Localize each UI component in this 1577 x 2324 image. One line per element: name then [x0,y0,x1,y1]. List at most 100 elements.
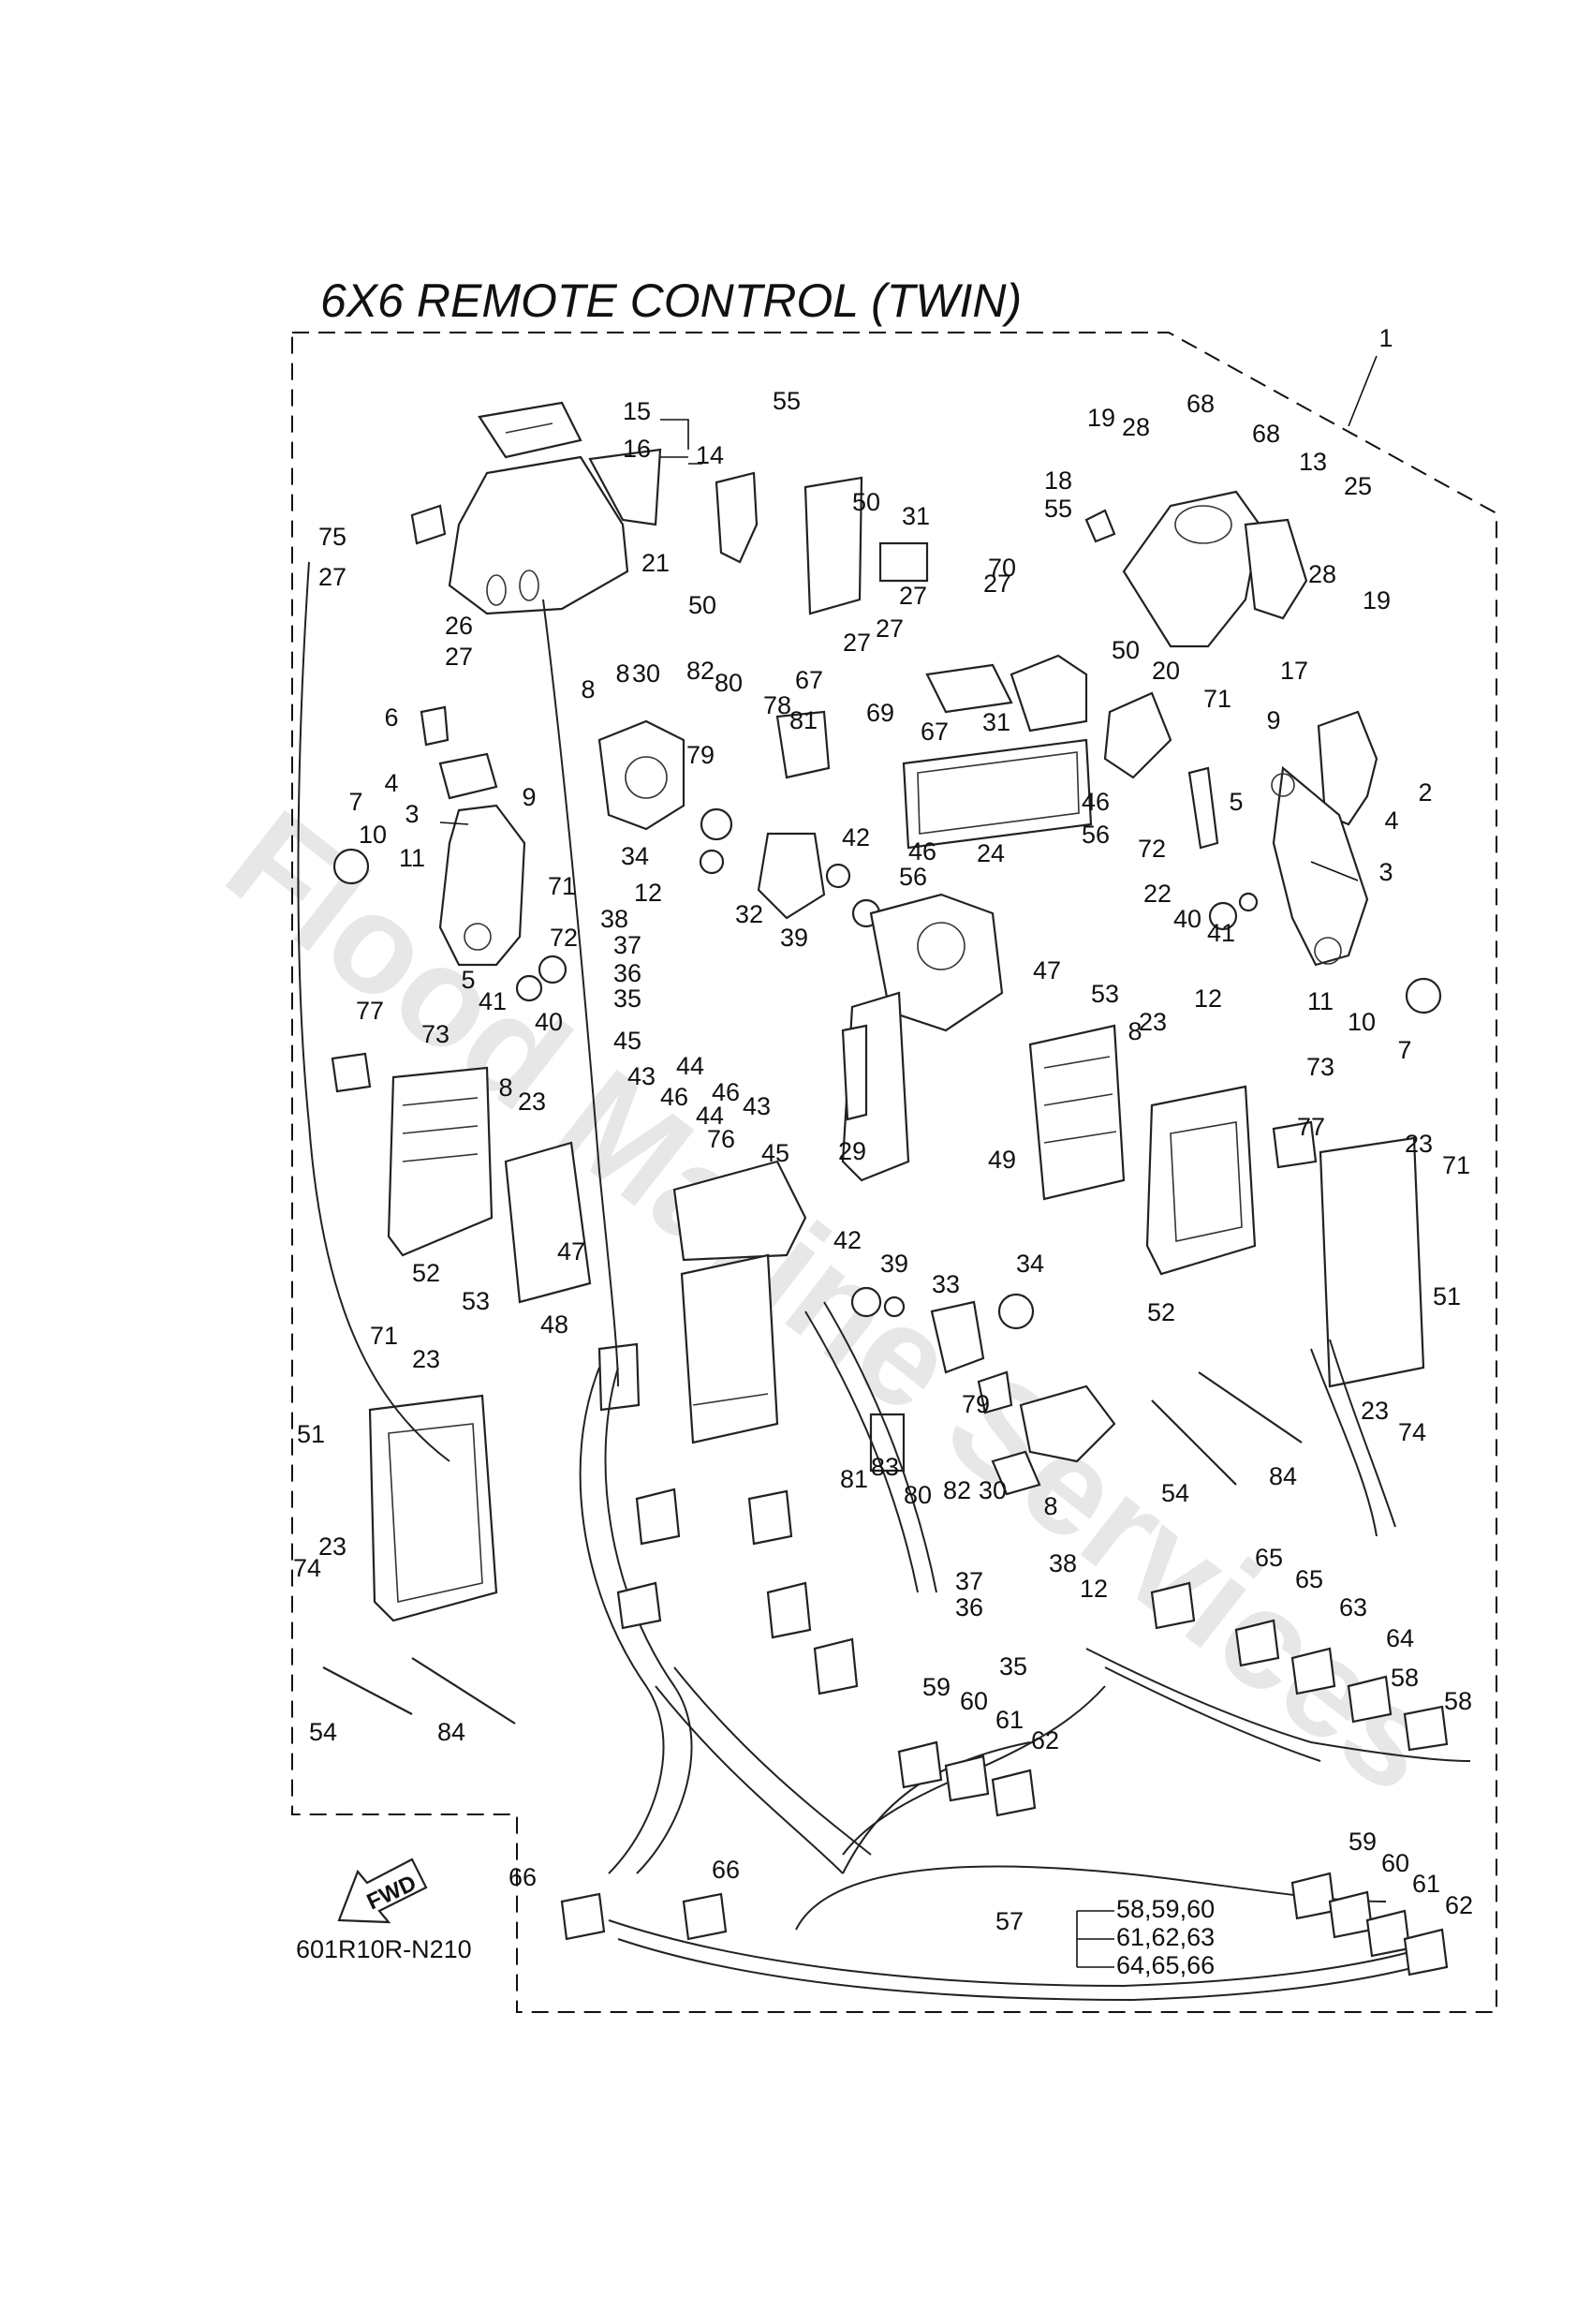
callout-27: 27 [445,643,473,671]
callout-13: 13 [1299,448,1327,476]
callout-73: 73 [421,1020,450,1048]
diagram-title: 6X6 REMOTE CONTROL (TWIN) [320,274,1022,327]
callout-80: 80 [715,669,743,697]
callout-66: 66 [712,1856,740,1884]
callout-53: 53 [462,1287,490,1315]
callout-18: 18 [1044,466,1072,495]
callout-32: 32 [735,900,763,928]
callout-72: 72 [550,924,578,952]
callout-8: 8 [615,659,629,688]
callout-27: 27 [983,570,1011,598]
callout-20: 20 [1152,657,1180,685]
left-housing-group [410,401,759,615]
callout-23: 23 [1361,1397,1389,1425]
callout-27: 27 [876,614,904,643]
wiring-harness-group [297,561,1471,2002]
callout-71: 71 [1203,685,1231,713]
callout-21: 21 [641,549,670,577]
callout-23: 23 [412,1345,440,1373]
callout-59: 59 [922,1673,951,1701]
callout-57: 57 [995,1907,1024,1935]
callout-10: 10 [359,821,387,849]
callout-38: 38 [600,905,628,933]
callout-8: 8 [1127,1017,1142,1045]
callout-78: 78 [763,691,791,719]
callout-67: 67 [795,666,823,694]
callout-70: 70 [988,554,1016,582]
callout-22: 22 [1143,880,1172,908]
callout-39: 39 [780,924,808,952]
leader-lines [439,355,1378,1968]
callout-61: 61 [995,1706,1024,1734]
left-arm-group [332,705,567,1002]
callout-69: 69 [866,699,894,727]
callout-51: 51 [297,1420,325,1448]
callout-83: 83 [871,1453,899,1481]
callout-59: 59 [1349,1828,1377,1856]
callout-24: 24 [977,839,1005,867]
callout-40: 40 [1173,905,1201,933]
callout-8: 8 [498,1073,512,1102]
callout-14: 14 [696,441,724,469]
callout-44: 44 [696,1102,724,1130]
callout-74: 74 [1398,1418,1426,1446]
callout-45: 45 [613,1027,641,1055]
forward-arrow-icon: FWD [337,1858,428,1924]
callout-10: 10 [1348,1008,1376,1036]
callout-2: 2 [1418,778,1432,807]
callout-37: 37 [613,931,641,959]
callout-58: 58 [1444,1687,1472,1715]
callout-38: 38 [1049,1549,1077,1577]
callout-31: 31 [902,502,930,530]
callout-1: 1 [1378,324,1393,352]
callout-74: 74 [293,1554,321,1582]
group-note-line-2: 61,62,63 [1116,1923,1215,1951]
callout-62: 62 [1445,1891,1473,1919]
callout-45: 45 [761,1139,789,1167]
callout-46: 46 [660,1083,688,1111]
callout-84: 84 [1269,1462,1297,1490]
callout-82: 82 [943,1476,971,1504]
callout-43: 43 [743,1092,771,1120]
callout-4: 4 [1384,807,1398,835]
callout-50: 50 [688,591,716,619]
callout-11: 11 [399,844,425,872]
callout-84: 84 [437,1718,465,1746]
callout-61: 61 [1412,1870,1440,1898]
callout-9: 9 [522,783,536,811]
callout-55: 55 [773,387,801,415]
callout-65: 65 [1295,1565,1323,1593]
callout-34: 34 [621,842,649,870]
callout-12: 12 [1080,1575,1108,1603]
callout-58: 58 [1391,1664,1419,1692]
callout-52: 52 [1147,1298,1175,1326]
group-note-line-1: 58,59,60 [1116,1895,1215,1923]
callout-35: 35 [613,984,641,1013]
callout-33: 33 [932,1270,960,1298]
callout-17: 17 [1280,657,1308,685]
callout-56: 56 [899,863,927,891]
callout-79: 79 [686,741,715,769]
callout-73: 73 [1306,1053,1334,1081]
callout-77: 77 [1297,1113,1325,1141]
callout-9: 9 [1266,706,1280,734]
callout-56: 56 [1082,821,1110,849]
callout-66: 66 [508,1863,537,1891]
callout-53: 53 [1091,980,1119,1008]
callout-68: 68 [1252,420,1280,448]
callout-40: 40 [535,1008,563,1036]
callout-28: 28 [1122,413,1150,441]
callout-8: 8 [581,675,595,703]
callout-50: 50 [852,488,880,516]
callout-42: 42 [842,823,870,851]
callout-82: 82 [686,657,715,685]
callout-28: 28 [1308,560,1336,588]
callout-79: 79 [962,1390,990,1418]
callout-29: 29 [838,1137,866,1165]
callout-23: 23 [1139,1008,1167,1036]
callout-3: 3 [405,800,419,828]
callout-36: 36 [613,959,641,987]
callout-16: 16 [623,435,651,463]
callout-81: 81 [840,1465,868,1493]
callout-42: 42 [833,1226,862,1254]
